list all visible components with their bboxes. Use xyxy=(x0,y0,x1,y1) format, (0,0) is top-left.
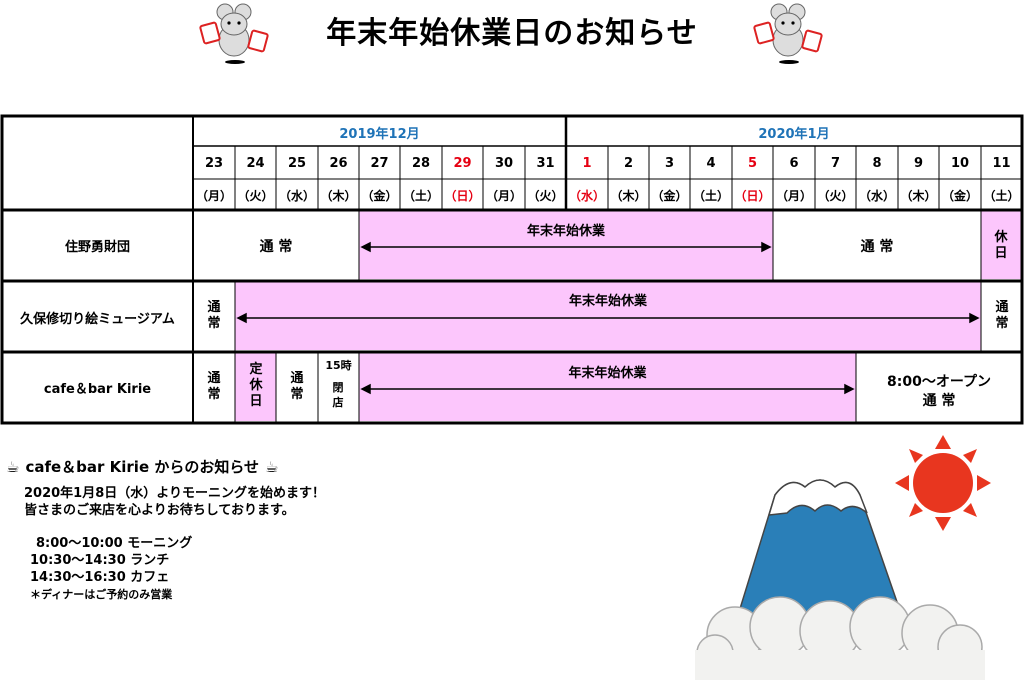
status-normal: 通常 xyxy=(290,371,304,402)
weekday-label: （土） xyxy=(692,189,729,203)
weekday-label: （月） xyxy=(485,189,522,203)
day-number: 4 xyxy=(706,156,716,171)
day-number: 2 xyxy=(623,156,634,171)
weekday-label: （土） xyxy=(983,189,1020,203)
day-number: 3 xyxy=(664,156,675,171)
schedule-item: 8:00～10:00 モーニング xyxy=(36,536,193,551)
day-number: 29 xyxy=(453,156,472,171)
early-close-time: 15時 xyxy=(325,359,352,372)
row-name-sumino: 住野勇財団 xyxy=(64,240,130,255)
weekday-label: （金） xyxy=(941,189,978,203)
notice-heading-text: cafe＆bar Kirie からのお知らせ xyxy=(25,458,260,476)
day-number: 25 xyxy=(287,156,307,171)
day-number: 28 xyxy=(411,156,431,171)
day-number: 26 xyxy=(329,156,348,171)
day-number: 23 xyxy=(204,156,224,171)
early-close-label: 閉店 xyxy=(332,381,344,409)
day-number: 24 xyxy=(246,156,265,171)
mouse-right-illustration xyxy=(753,3,823,64)
day-number: 5 xyxy=(747,156,758,171)
day-number: 10 xyxy=(950,156,970,171)
holiday-label: 年末年始休業 xyxy=(568,366,647,381)
schedule-item: 10:30～14:30 ランチ xyxy=(30,553,170,568)
weekday-label: （火） xyxy=(237,189,274,203)
day-number: 7 xyxy=(830,156,841,171)
day-number: 30 xyxy=(494,156,514,171)
day-number: 6 xyxy=(789,156,799,171)
coffee-cup-icon: ☕ xyxy=(6,457,20,476)
mount-fuji-illustration xyxy=(695,435,991,680)
weekday-label: （木） xyxy=(610,189,647,203)
month-header-january: 2020年1月 xyxy=(758,127,830,142)
weekday-label: （月） xyxy=(775,189,812,203)
schedule-item: 14:30～16:30 カフェ xyxy=(30,570,170,585)
month-header-december: 2019年12月 xyxy=(339,127,420,142)
holiday-label: 年末年始休業 xyxy=(526,224,605,239)
weekday-label: （金） xyxy=(361,189,398,203)
day-number: 31 xyxy=(536,156,555,171)
schedule-table-grid xyxy=(0,114,1024,425)
dinner-note: ＊ディナーはご予約のみ営業 xyxy=(30,588,173,601)
weekday-label: （水） xyxy=(568,189,605,203)
weekday-label: （水） xyxy=(278,189,315,203)
status-normal: 通常 xyxy=(207,371,221,402)
page-title: 年末年始休業日のお知らせ xyxy=(326,16,698,51)
weekday-label: （日） xyxy=(444,189,481,203)
weekday-label: （金） xyxy=(651,189,688,203)
notice-line: 皆さまのご来店を心よりお待ちしております。 xyxy=(24,503,295,518)
status-normal: 通常 xyxy=(995,300,1009,331)
status-closed: 休日 xyxy=(994,230,1008,261)
holiday-label: 年末年始休業 xyxy=(568,294,647,309)
mouse-left-illustration xyxy=(199,3,269,64)
notice-line: 2020年1月8日（水）よりモーニングを始めます！ xyxy=(24,486,326,501)
day-number: 9 xyxy=(913,156,924,171)
weekday-label: （火） xyxy=(527,189,564,203)
day-number: 27 xyxy=(370,156,389,171)
weekday-label: （木） xyxy=(320,189,357,203)
weekday-label: （日） xyxy=(734,189,771,203)
weekday-label: （土） xyxy=(402,189,439,203)
sun-icon xyxy=(895,435,991,531)
row-name-museum: 久保修切り絵ミュージアム xyxy=(20,312,175,327)
weekday-label: （月） xyxy=(195,189,232,203)
cafe-notice: ☕ cafe＆bar Kirie からのお知らせ ☕ 2020年1月8日（水）よ… xyxy=(6,456,325,603)
status-normal: 通 常 xyxy=(922,393,956,409)
row-name-cafe: cafe＆bar Kirie xyxy=(43,382,152,397)
weekday-label: （火） xyxy=(817,189,854,203)
status-normal: 通常 xyxy=(207,300,221,331)
open-time-label: 8:00～オープン xyxy=(887,374,991,390)
day-number: 8 xyxy=(872,156,882,171)
holiday-arrows xyxy=(236,241,980,395)
status-normal: 通 常 xyxy=(860,239,894,255)
notice-heading: ☕ cafe＆bar Kirie からのお知らせ ☕ xyxy=(6,456,325,477)
status-closed-regular: 定休日 xyxy=(249,362,263,409)
day-number: 11 xyxy=(992,156,1011,171)
status-normal: 通 常 xyxy=(259,239,293,255)
weekday-label: （木） xyxy=(900,189,937,203)
day-number: 1 xyxy=(582,156,592,171)
coffee-cup-icon: ☕ xyxy=(265,457,279,476)
weekday-label: （水） xyxy=(858,189,895,203)
